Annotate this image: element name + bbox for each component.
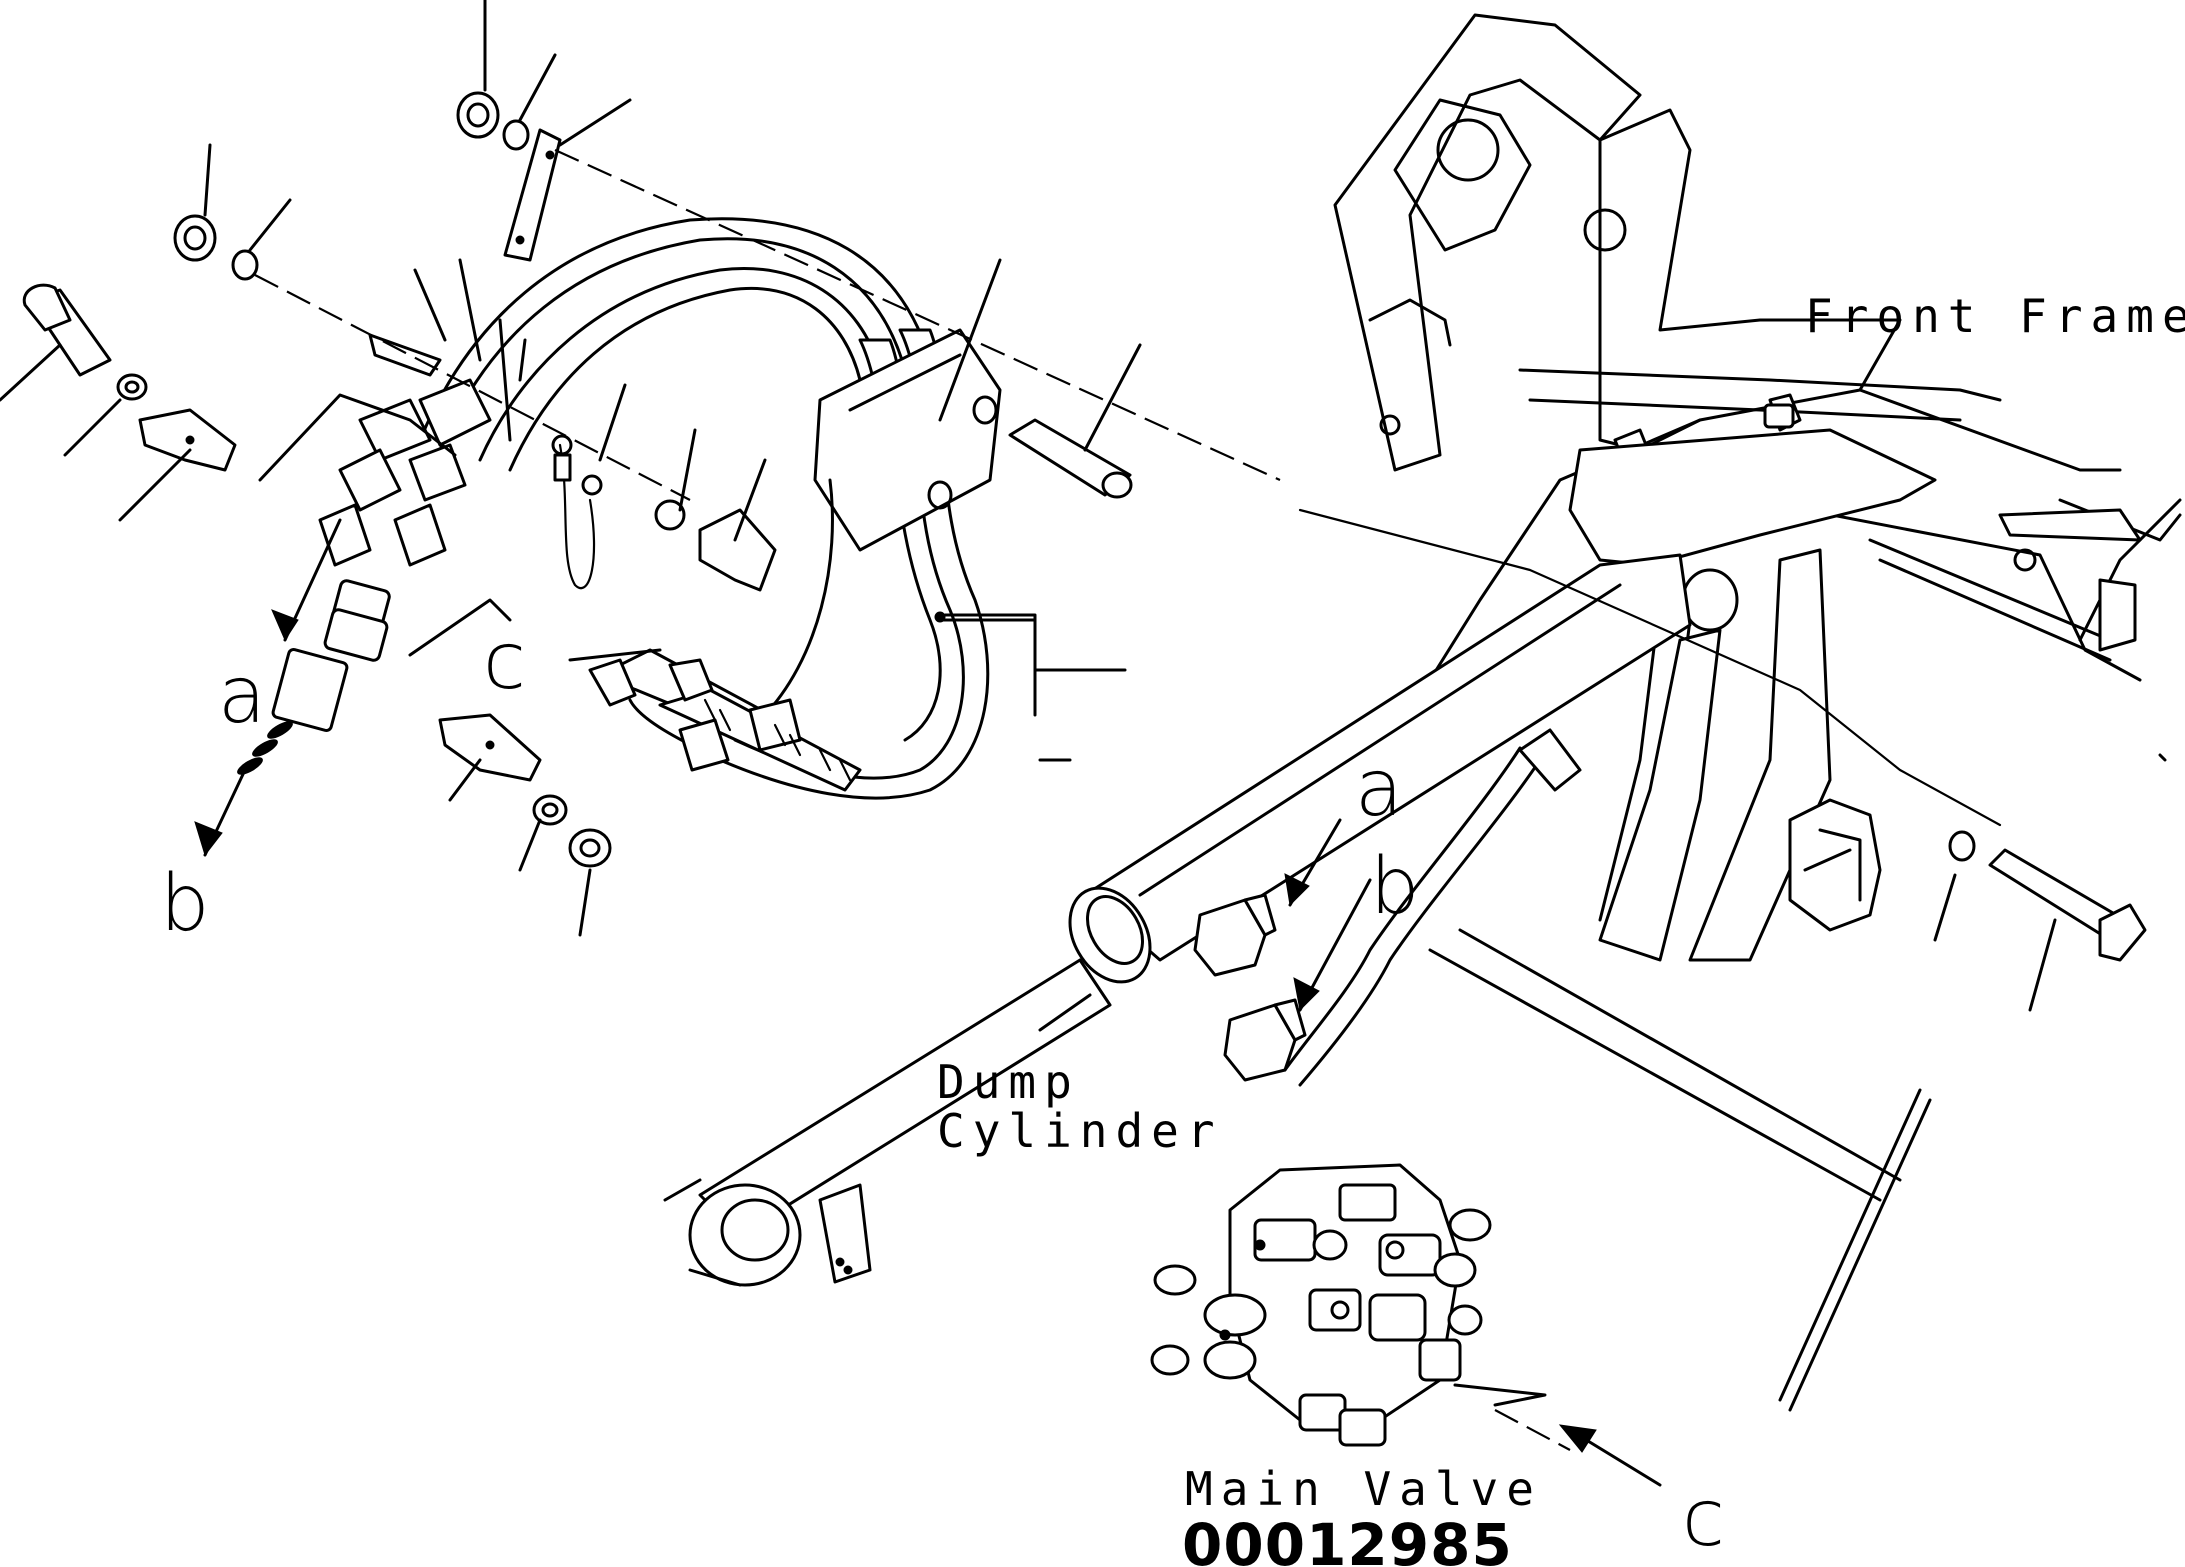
main-valve: [1150, 1163, 1662, 1487]
callout-b-right: b: [1370, 842, 1420, 932]
right-bolt: [1948, 830, 2147, 962]
main-valve-label: Main Valve: [1185, 1462, 1542, 1516]
left-fittings: [22, 91, 2002, 868]
leader-lines: [0, 0, 2167, 1032]
dump-cylinder: [663, 553, 1692, 1287]
dump-cylinder-label-line2: Cylinder: [937, 1104, 1223, 1158]
hose-bundle: [418, 217, 1127, 800]
document-number: 00012985: [1182, 1511, 1513, 1567]
dump-cylinder-label-line1: Dump: [937, 1055, 1080, 1109]
front-frame-label: Front Frame: [1805, 289, 2185, 343]
callout-c-bottom: c: [1682, 1474, 1725, 1564]
callout-a-left: a: [218, 651, 266, 741]
right-hoses: [1193, 728, 1582, 1087]
callout-a-right: a: [1355, 744, 1403, 834]
callout-c-left: c: [483, 617, 526, 707]
callout-b-left: b: [160, 859, 210, 949]
